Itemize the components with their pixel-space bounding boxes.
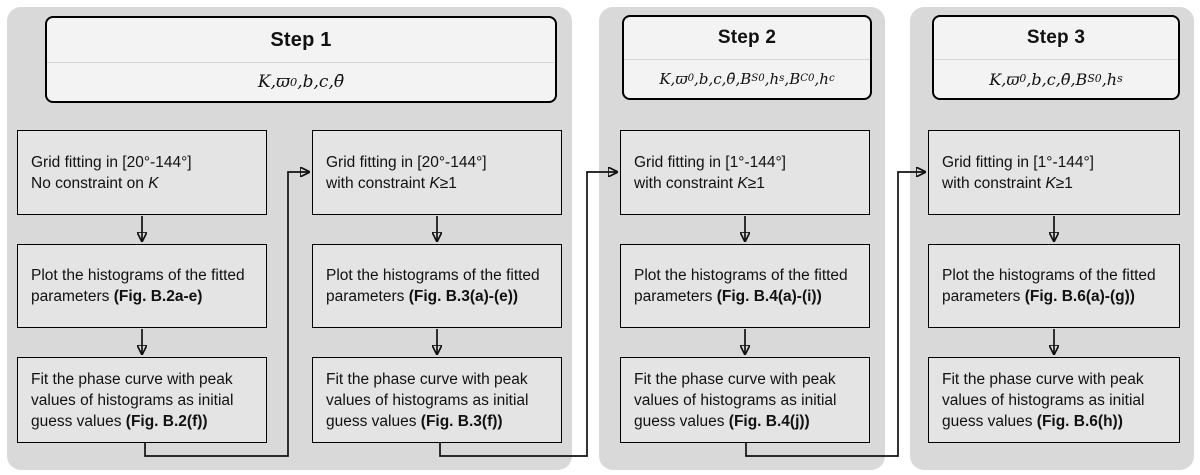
step1-col1-fit-phase-curve-box: Fit the phase curve with peak values of … xyxy=(17,357,267,443)
step2-fit-phase-curve-box: Fit the phase curve with peak values of … xyxy=(620,357,870,443)
step1-col1-grid-fitting-box: Grid fitting in [20°-144°]No constraint … xyxy=(17,130,267,215)
box-text: Plot the histograms of the fitted parame… xyxy=(942,267,1156,305)
box-text: Grid fitting in [20°-144°]No constraint … xyxy=(31,153,192,192)
step3-plot-histograms-box: Plot the histograms of the fitted parame… xyxy=(928,244,1180,328)
step-1-title: Step 1 xyxy=(47,18,555,63)
step-3-title: Step 3 xyxy=(934,17,1178,60)
box-text: Fit the phase curve with peak values of … xyxy=(942,370,1145,430)
step3-fit-phase-curve-box: Fit the phase curve with peak values of … xyxy=(928,357,1180,443)
box-text: Plot the histograms of the fitted parame… xyxy=(326,267,540,305)
box-text: Fit the phase curve with peak values of … xyxy=(326,370,529,430)
step1-col2-fit-phase-curve-box: Fit the phase curve with peak values of … xyxy=(312,357,562,443)
step3-grid-fitting-box: Grid fitting in [1°-144°]with constraint… xyxy=(928,130,1180,215)
box-text: Grid fitting in [1°-144°]with constraint… xyxy=(634,153,786,192)
step1-col2-grid-fitting-box: Grid fitting in [20°-144°]with constrain… xyxy=(312,130,562,215)
step1-col2-plot-histograms-box: Plot the histograms of the fitted parame… xyxy=(312,244,562,328)
box-text: Grid fitting in [20°-144°]with constrain… xyxy=(326,153,487,192)
step2-plot-histograms-box: Plot the histograms of the fitted parame… xyxy=(620,244,870,328)
step-2-title: Step 2 xyxy=(624,17,870,60)
box-text: Plot the histograms of the fitted parame… xyxy=(634,267,848,305)
box-text: Grid fitting in [1°-144°]with constraint… xyxy=(942,153,1094,192)
step2-grid-fitting-box: Grid fitting in [1°-144°]with constraint… xyxy=(620,130,870,215)
step1-col1-plot-histograms-box: Plot the histograms of the fitted parame… xyxy=(17,244,267,328)
box-text: Plot the histograms of the fitted parame… xyxy=(31,267,245,305)
box-text: Fit the phase curve with peak values of … xyxy=(31,370,234,430)
box-text: Fit the phase curve with peak values of … xyxy=(634,370,837,430)
